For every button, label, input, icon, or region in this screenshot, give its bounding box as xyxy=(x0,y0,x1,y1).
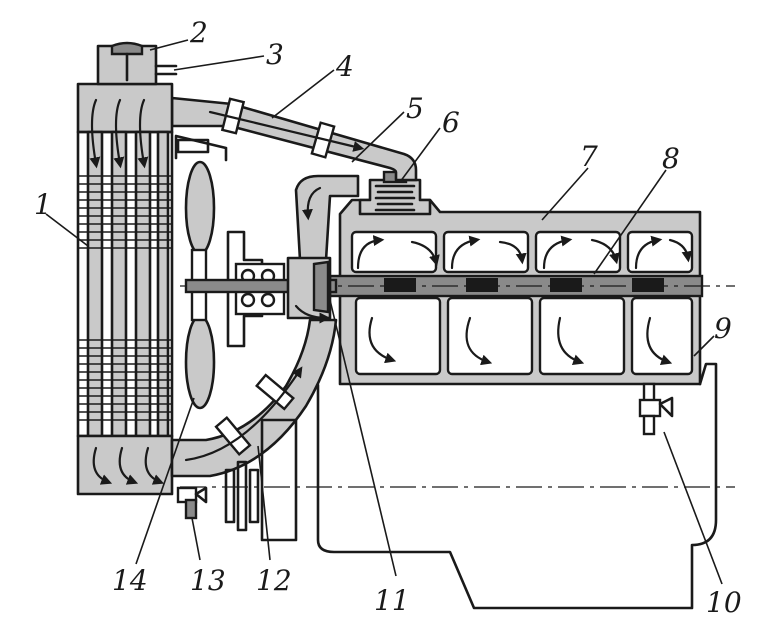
label-1: 1 xyxy=(34,188,52,221)
head-flow-arrows xyxy=(356,235,693,270)
label-6: 6 xyxy=(442,106,460,139)
radiator-fins xyxy=(78,175,172,421)
pump-flow-arrow xyxy=(294,304,331,324)
label-8: 8 xyxy=(662,142,680,175)
block-drain-tap xyxy=(638,382,674,436)
label-7: 7 xyxy=(580,140,598,173)
radiator-top-arrows xyxy=(89,98,149,169)
crankcase-outline xyxy=(316,362,718,610)
overflow-pipe xyxy=(154,64,178,76)
lower-hose-clamps xyxy=(214,373,295,456)
head-chambers xyxy=(350,230,694,274)
leader-lines xyxy=(45,39,723,585)
label-4: 4 xyxy=(335,50,354,83)
label-12: 12 xyxy=(256,564,292,597)
radiator-bottom-tank xyxy=(76,434,174,496)
label-3: 3 xyxy=(266,38,284,71)
block-flow-arrows xyxy=(368,316,673,366)
label-5: 5 xyxy=(406,92,424,125)
fan xyxy=(176,138,216,410)
label-10: 10 xyxy=(706,586,742,619)
pipe-outlets xyxy=(384,278,664,292)
radiator-bottom-arrows xyxy=(92,446,165,485)
radiator-drain-tap xyxy=(176,486,208,520)
label-11: 11 xyxy=(374,584,410,617)
cylinder-chambers xyxy=(354,296,694,376)
radiator-cap xyxy=(110,41,144,56)
thermostat-bellows xyxy=(374,184,416,212)
bypass-flow-arrow xyxy=(301,186,322,221)
pump-and-pulley xyxy=(184,230,338,348)
label-14: 14 xyxy=(112,564,148,597)
label-13: 13 xyxy=(190,564,226,597)
crankshaft-pulley xyxy=(224,418,298,542)
lower-hose-flow xyxy=(184,366,303,462)
label-9: 9 xyxy=(714,312,732,345)
label-2: 2 xyxy=(189,16,208,49)
fan-shroud xyxy=(174,134,228,162)
radiator-tubes xyxy=(86,130,170,438)
upper-hose-flow xyxy=(208,110,365,152)
